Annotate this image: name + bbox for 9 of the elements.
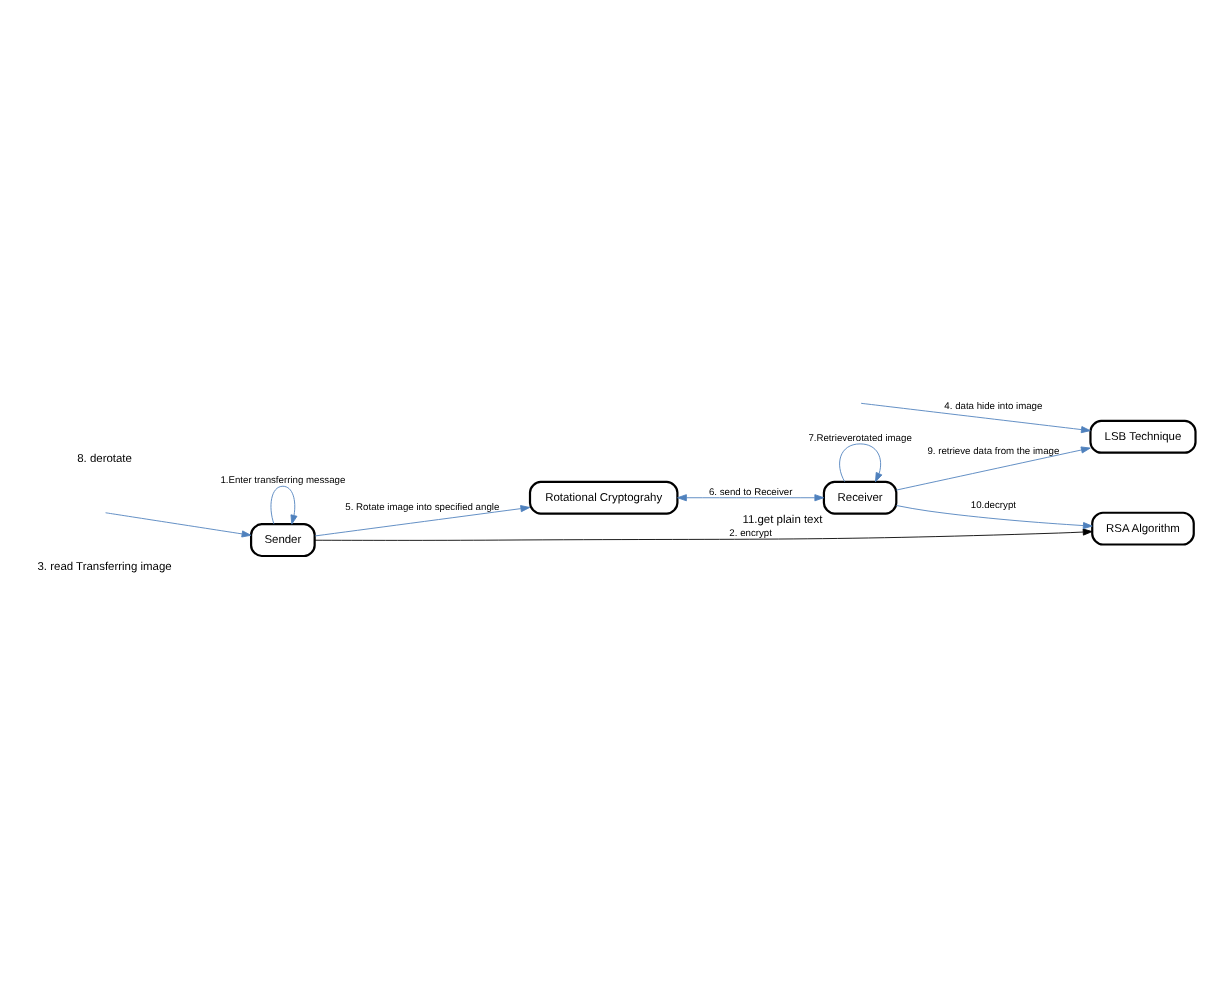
arrow: [839, 443, 883, 483]
arrow: [270, 485, 298, 525]
arrow: [895, 505, 1093, 530]
arrow: [314, 528, 1093, 541]
arrow: [895, 446, 1091, 491]
arrow: [105, 512, 252, 538]
arrow: [860, 402, 1091, 434]
arrow: [314, 505, 531, 537]
arrow: [677, 494, 825, 502]
